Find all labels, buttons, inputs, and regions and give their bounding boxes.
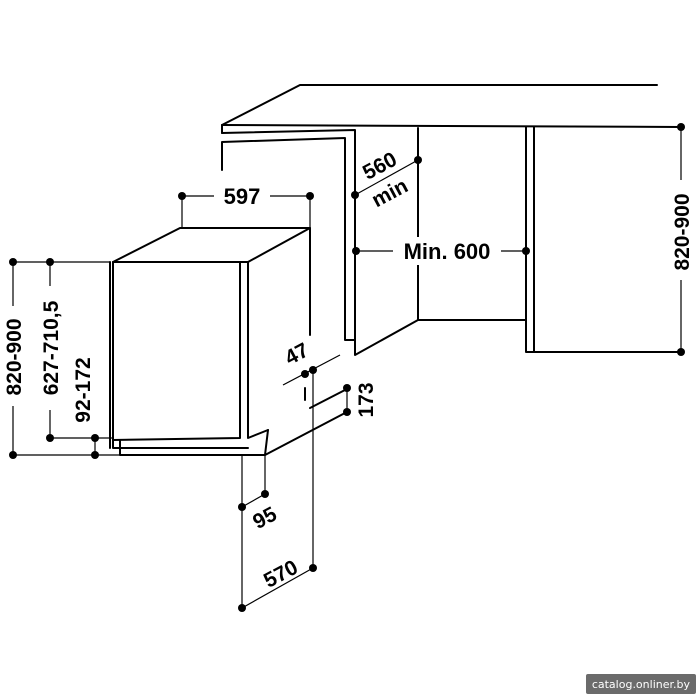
dimension-dot [46, 258, 54, 266]
label-597: 597 [224, 184, 261, 209]
dimension-height-right: 820-900 [668, 123, 694, 356]
dimension-plinth-height: 92-172 [72, 357, 99, 459]
dimension-plinth-offset: 95 [238, 455, 281, 534]
dimension-niche-width: Min. 600 [352, 237, 530, 265]
dimension-dot [91, 451, 99, 459]
label-95: 95 [249, 502, 281, 533]
label-min-600: Min. 600 [404, 239, 491, 264]
dimension-dot [91, 434, 99, 442]
label-820-900-right: 820-900 [671, 193, 694, 270]
dimension-dot [309, 564, 317, 572]
dimension-niche-depth: 560 min [351, 148, 422, 212]
dimension-dot [9, 451, 17, 459]
dishwasher-body [109, 227, 311, 449]
dimension-dot [522, 247, 530, 255]
dimension-dot [351, 191, 359, 199]
dimension-dot [677, 123, 685, 131]
label-173: 173 [355, 382, 378, 417]
dimension-door-height: 627-710,5 [38, 258, 113, 442]
label-47: 47 [281, 339, 312, 370]
dimension-dot [178, 192, 186, 200]
label-92-172: 92-172 [72, 357, 95, 422]
dimension-dot [261, 490, 269, 498]
dimension-dot [46, 434, 54, 442]
watermark: catalog.onliner.by [585, 674, 696, 694]
dimension-depth: 570 [238, 372, 317, 612]
dimension-dot [9, 258, 17, 266]
dimension-width-597: 597 [178, 182, 314, 228]
dimension-dot [301, 370, 309, 378]
dimension-door-gap: 47 [281, 339, 341, 386]
dimension-dot [343, 384, 351, 392]
plinth [119, 387, 346, 456]
dimension-plinth-depth: 173 [343, 382, 378, 418]
dimension-dot [238, 604, 246, 612]
label-820-900-left: 820-900 [3, 318, 26, 395]
label-570: 570 [260, 556, 302, 593]
label-627-710-5: 627-710,5 [40, 300, 63, 395]
countertop-and-niche [221, 84, 682, 356]
dimension-dot [309, 366, 317, 374]
dimension-dot [306, 192, 314, 200]
dimension-height-left: 820-900 [1, 258, 120, 459]
watermark-text: catalog.onliner.by [591, 678, 690, 691]
dimension-dot [414, 156, 422, 164]
dimension-dot [677, 348, 685, 356]
dimension-dot [352, 247, 360, 255]
dimension-dot [343, 408, 351, 416]
